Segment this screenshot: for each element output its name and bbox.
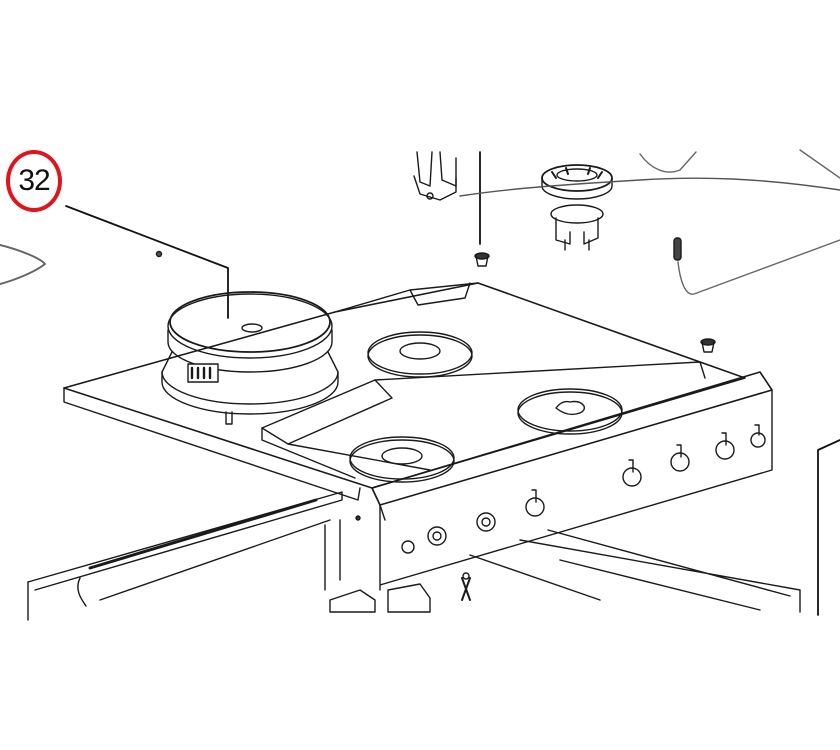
gas-valve-assembly	[329, 572, 471, 613]
grommet-top	[474, 252, 490, 267]
leader-line-right	[817, 439, 840, 616]
cooktop-panel	[63, 282, 746, 501]
callout-leader-line	[65, 205, 229, 319]
burner-seat-left-front	[349, 436, 455, 483]
electric-hotplate	[161, 291, 339, 425]
control-panel	[371, 371, 773, 591]
gas-burner-cap	[541, 164, 613, 200]
callout-number: 32	[18, 164, 50, 197]
burner-base	[550, 204, 604, 251]
thermocouple	[673, 237, 840, 295]
grommet-right	[700, 338, 716, 353]
screw-icon	[155, 250, 163, 258]
wiring-harness	[459, 177, 840, 197]
lower-chassis	[27, 491, 801, 621]
knob-shafts	[401, 424, 766, 554]
burner-seat-right	[517, 388, 623, 435]
burner-seat-left-rear	[367, 331, 473, 378]
callout-32[interactable]: 32	[6, 150, 62, 212]
screw-icon	[355, 515, 361, 521]
wire-loop-part	[0, 244, 46, 285]
spark-ignitor	[413, 151, 457, 201]
wiring-harness-upper	[639, 149, 840, 179]
